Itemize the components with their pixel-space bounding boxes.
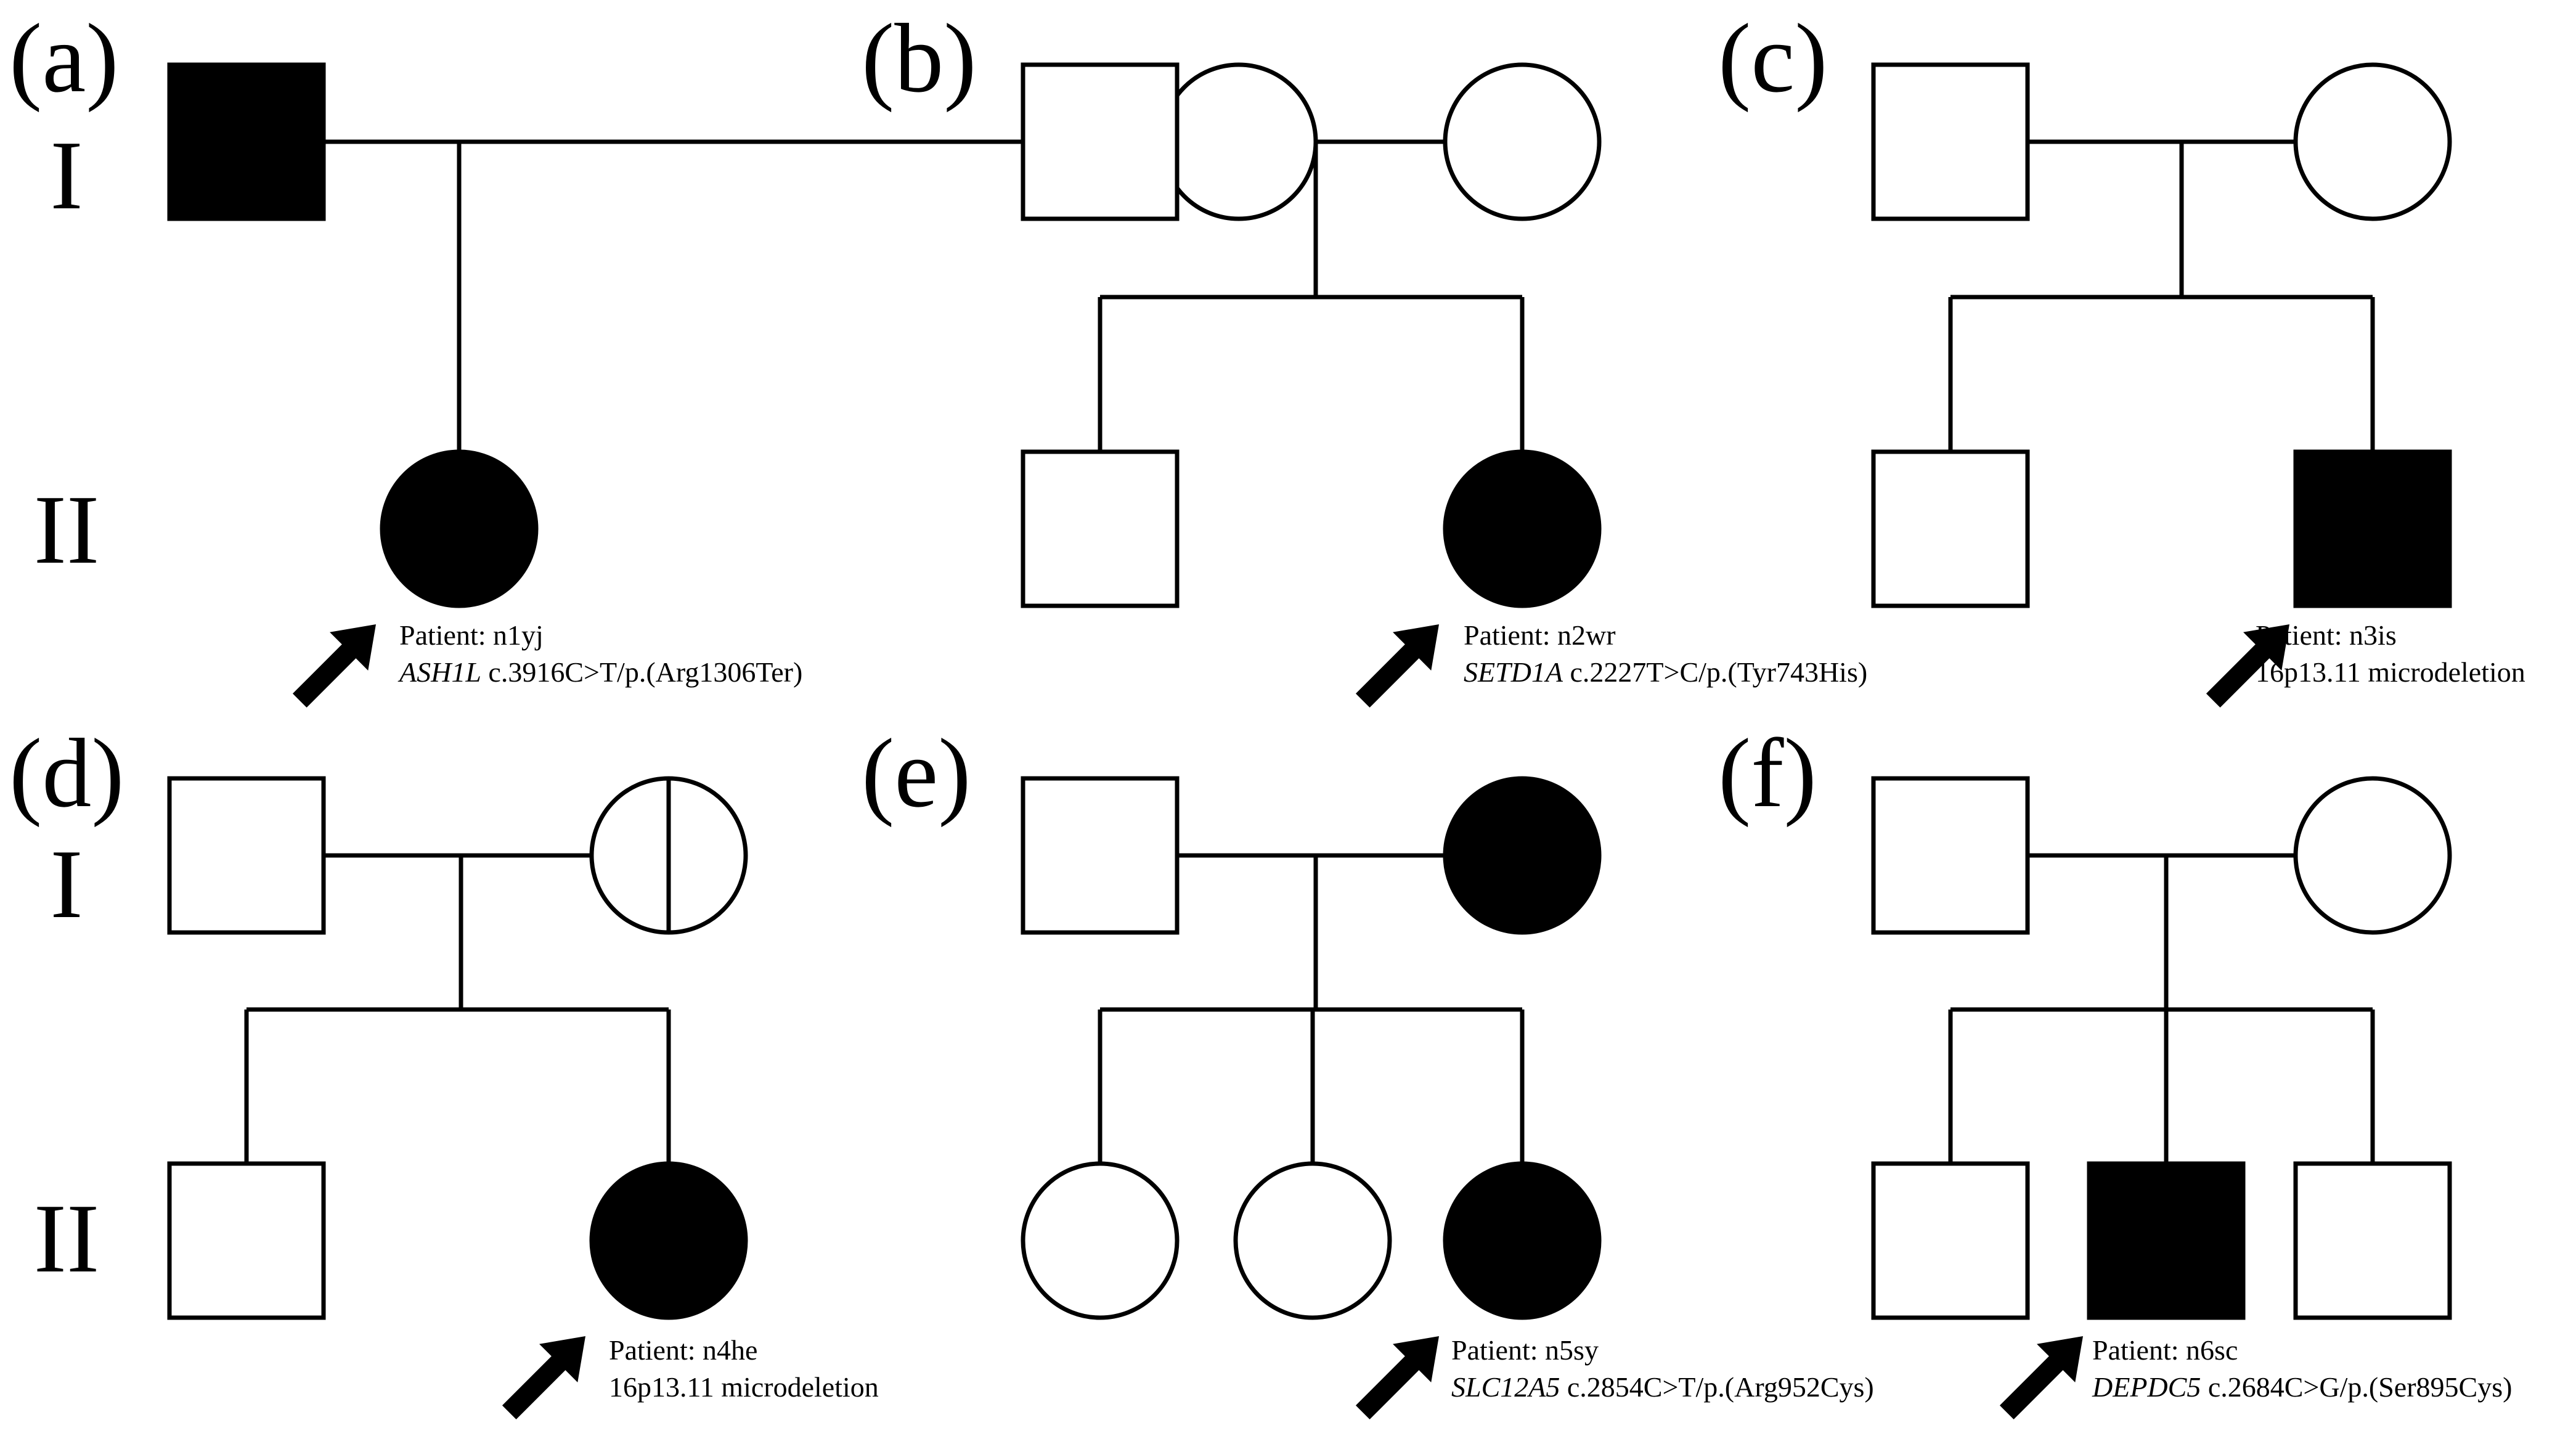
gene-name-e: SLC12A5 [1451, 1371, 1560, 1403]
variant-text-e: c.2854C>T/p.(Arg952Cys) [1560, 1371, 1873, 1403]
individual-f-I-2-female-symbol [2293, 776, 2452, 935]
individual-c-I-1-male-symbol [1871, 62, 2030, 221]
variant-text-a: c.3916C>T/p.(Arg1306Ter) [481, 656, 802, 688]
gene-name-a: ASH1L [397, 656, 481, 688]
individual-b-I-2-female-symbol [1443, 62, 1602, 221]
variant-label-c: 16p13.11 microdeletion [2256, 656, 2525, 688]
variant-text-f: c.2684C>G/p.(Ser895Cys) [2201, 1371, 2512, 1403]
individual-a-I-2-female-symbol [1159, 62, 1318, 221]
pedigree-text: (a) (b) (c) (d) (e) (f) I II I II Patien… [9, 3, 2525, 1403]
gene-name-b: SETD1A [1464, 656, 1563, 688]
individual-f-II-2-male-symbol [2087, 1161, 2246, 1320]
panel-label-e: (e) [862, 718, 971, 828]
pedigree-individuals [167, 62, 2452, 1320]
patient-label-e: Patient: n5sy [1451, 1334, 1599, 1366]
variant-text-b: c.2227T>C/p.(Tyr743His) [1563, 656, 1867, 688]
generation-label-II-bottom: II [34, 1183, 100, 1293]
individual-b-II-1-male-symbol [1021, 449, 1180, 608]
gene-name-f: DEPDC5 [2092, 1371, 2201, 1403]
patient-label-a: Patient: n1yj [399, 619, 544, 651]
patient-label-d: Patient: n4he [609, 1334, 757, 1366]
proband-arrow-d-shape [502, 1336, 585, 1420]
panel-label-d: (d) [9, 718, 124, 828]
proband-arrow-b-shape [1355, 624, 1439, 708]
individual-f-I-1-male-symbol [1871, 776, 2030, 935]
individual-d-II-1-male-symbol [167, 1161, 326, 1320]
individual-e-II-1-female-symbol [1021, 1161, 1180, 1320]
patient-label-f: Patient: n6sc [2092, 1334, 2238, 1366]
proband-arrow-d [502, 1336, 585, 1420]
generation-label-I-bottom: I [50, 829, 83, 939]
individual-e-I-1-male-symbol [1021, 776, 1180, 935]
proband-arrow-a-shape [292, 624, 376, 708]
panel-label-c: (c) [1718, 3, 1828, 113]
variant-label-f: DEPDC5 c.2684C>G/p.(Ser895Cys) [2092, 1371, 2512, 1403]
generation-label-I-top: I [50, 120, 83, 230]
proband-arrow-c [2206, 624, 2289, 708]
individual-d-I-1-male-symbol [167, 776, 326, 935]
individual-d-II-2-female-symbol [589, 1161, 748, 1320]
individual-f-II-1-male-symbol [1871, 1161, 2030, 1320]
individual-e-I-2-female-symbol [1443, 776, 1602, 935]
generation-label-II-top: II [34, 475, 100, 584]
proband-arrow-b [1355, 624, 1439, 708]
panel-label-a: (a) [9, 3, 119, 113]
individual-b-II-2-female-symbol [1443, 449, 1602, 608]
variant-label-b: SETD1A c.2227T>C/p.(Tyr743His) [1464, 656, 1867, 688]
individual-c-I-2-female-symbol [2293, 62, 2452, 221]
individual-e-II-3-female-symbol [1443, 1161, 1602, 1320]
individual-a-I-1-male-symbol [167, 62, 326, 221]
proband-arrow-c-shape [2206, 624, 2289, 708]
individual-c-II-1-male-symbol [1871, 449, 2030, 608]
proband-arrow-f-shape [1999, 1336, 2083, 1420]
individual-a-II-1-female-symbol [380, 449, 539, 608]
individual-c-II-2-male-symbol [2293, 449, 2452, 608]
proband-arrow-f [1999, 1336, 2083, 1420]
variant-label-e: SLC12A5 c.2854C>T/p.(Arg952Cys) [1451, 1371, 1874, 1403]
proband-arrow-e [1355, 1336, 1439, 1420]
proband-arrow-a [292, 624, 376, 708]
panel-label-b: (b) [862, 3, 977, 113]
proband-arrows [292, 624, 2289, 1420]
patient-label-c: Patient: n3is [2256, 619, 2397, 651]
individual-b-I-1-male-symbol [1021, 62, 1180, 221]
panel-label-f: (f) [1718, 718, 1817, 828]
patient-label-b: Patient: n2wr [1464, 619, 1616, 651]
pedigree-lines [244, 139, 2375, 1164]
variant-label-d: 16p13.11 microdeletion [609, 1371, 879, 1403]
variant-label-a: ASH1L c.3916C>T/p.(Arg1306Ter) [397, 656, 802, 688]
proband-arrow-e-shape [1355, 1336, 1439, 1420]
individual-f-II-3-male-symbol [2293, 1161, 2452, 1320]
individual-e-II-2-female-symbol [1233, 1161, 1392, 1320]
